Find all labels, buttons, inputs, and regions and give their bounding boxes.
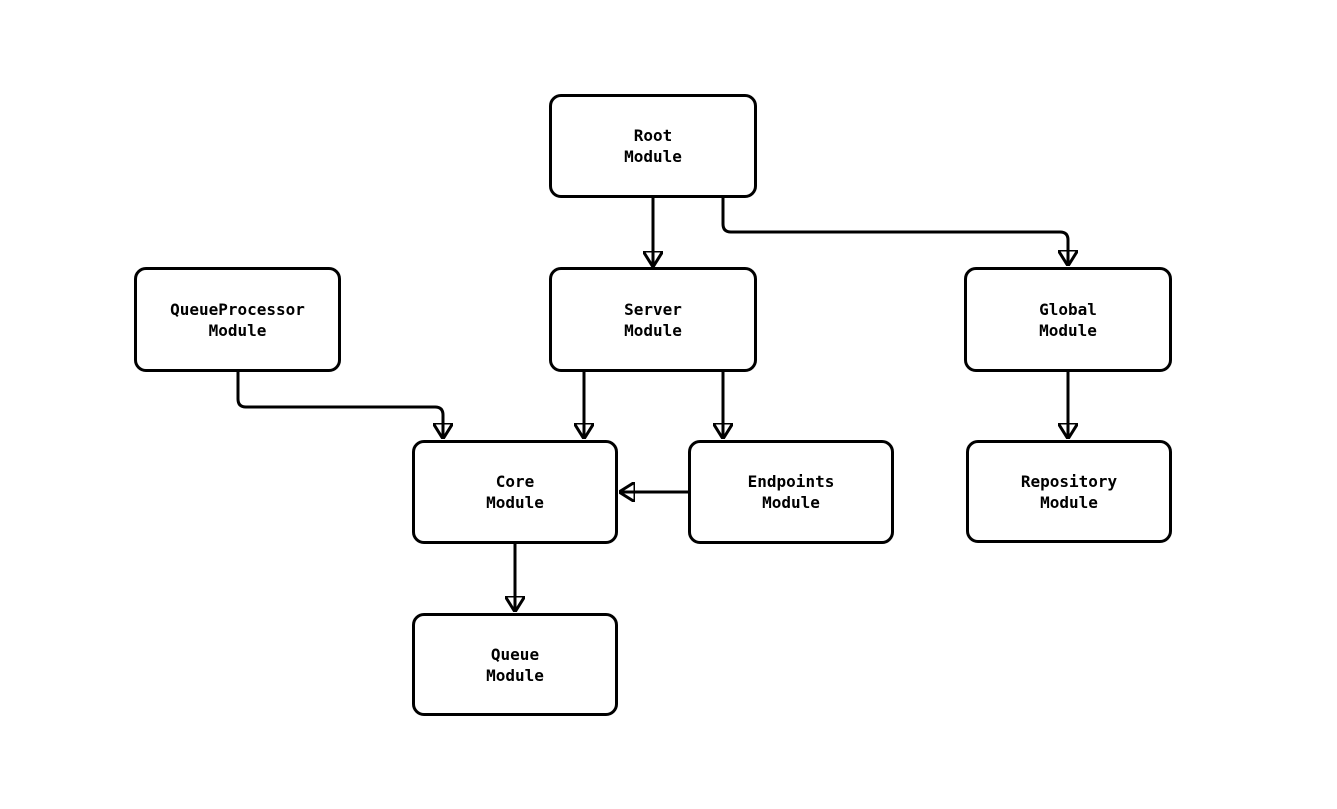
node-label-line: Module xyxy=(1039,320,1097,340)
node-core-module: Core Module xyxy=(412,440,618,544)
node-queueprocessor-module: QueueProcessor Module xyxy=(134,267,341,372)
node-label-line: Module xyxy=(208,320,267,340)
node-label-line: Module xyxy=(762,493,820,512)
node-label-line: Module xyxy=(1040,492,1098,512)
node-label-line: Root xyxy=(633,126,673,145)
node-label-line: QueueProcessor xyxy=(170,299,305,319)
node-label-line: Server xyxy=(624,299,682,319)
node-endpoints-module: Endpoints Module xyxy=(688,440,894,544)
node-root-module: Root Module xyxy=(549,94,757,198)
node-queue-module: Queue Module xyxy=(412,613,618,716)
node-label-line: Core xyxy=(495,472,535,491)
edge-root-to-global xyxy=(721,198,1068,265)
node-label-line: Queue xyxy=(490,644,540,664)
node-global-module: Global Module xyxy=(964,267,1172,372)
node-repository-module: Repository Module xyxy=(966,440,1172,543)
node-label-line: Module xyxy=(486,493,544,512)
node-label-line: Repository xyxy=(1020,471,1118,491)
node-label-line: Global xyxy=(1039,299,1097,319)
node-server-module: Server Module xyxy=(549,267,757,372)
edge-queueprocessor-to-core xyxy=(236,371,443,438)
node-label-line: Endpoints xyxy=(747,472,835,491)
node-label-line: Module xyxy=(624,147,682,166)
node-label-line: Module xyxy=(624,320,682,340)
node-label-line: Module xyxy=(486,665,544,685)
